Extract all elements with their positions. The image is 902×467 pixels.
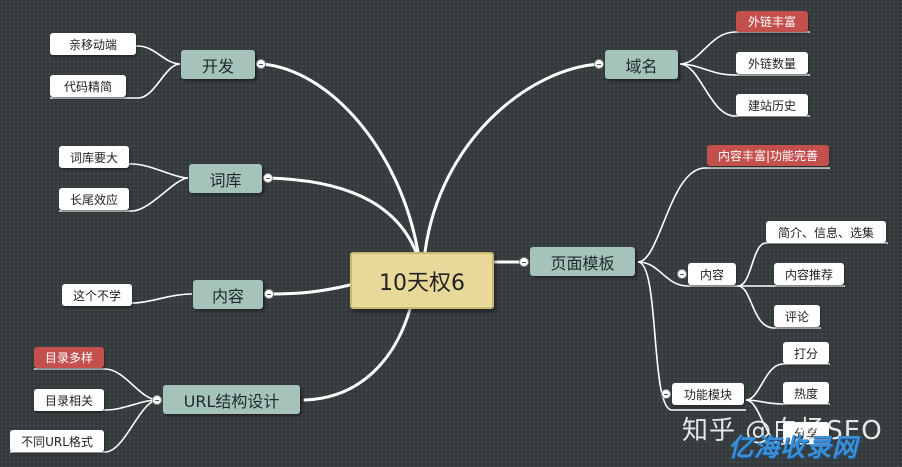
branch-kaifa[interactable]: 开发 [181, 50, 255, 79]
link-root-kaifa [260, 62, 420, 254]
branch-yemian[interactable]: 页面模板 [530, 247, 635, 276]
branch-url[interactable]: URL结构设计 [163, 385, 300, 414]
sub-branch-content[interactable]: 内容 [688, 263, 736, 285]
branch-neirong[interactable]: 内容 [193, 280, 263, 309]
leaf-function-3[interactable]: 分享 [783, 422, 829, 444]
branch-yuming[interactable]: 域名 [605, 50, 678, 79]
collapse-toggle-ciku[interactable] [263, 173, 273, 183]
link-root-ciku [266, 176, 418, 254]
collapse-toggle-sub-content[interactable] [677, 269, 687, 279]
link-root-url [303, 307, 412, 402]
leaf-yuming-1-highlight[interactable]: 外链丰富 [736, 11, 808, 32]
leaf-kaifa-1[interactable]: 亲移动端 [50, 33, 136, 55]
leaf-url-1-highlight[interactable]: 目录多样 [34, 347, 104, 368]
collapse-toggle-kaifa[interactable] [256, 59, 266, 69]
watermark-zhihu: 知乎 @白杨SEO [682, 416, 883, 446]
leaf-ciku-2[interactable]: 长尾效应 [59, 188, 129, 210]
leaf-function-2[interactable]: 热度 [783, 382, 829, 404]
watermark-overlay: 亿海收录网 [728, 433, 859, 462]
leaf-yuming-2[interactable]: 外链数量 [736, 52, 808, 74]
leaf-url-3[interactable]: 不同URL格式 [10, 430, 104, 452]
leaf-neirong-1[interactable]: 这个不学 [62, 284, 132, 306]
root-node[interactable]: 10天权6 [350, 252, 494, 309]
leaf-yemian-highlight[interactable]: 内容丰富|功能完善 [707, 145, 829, 166]
leaf-kaifa-2[interactable]: 代码精简 [50, 75, 126, 97]
leaf-content-1[interactable]: 简介、信息、选集 [766, 221, 886, 243]
collapse-toggle-url[interactable] [152, 395, 162, 405]
leaf-yuming-3[interactable]: 建站历史 [736, 94, 808, 116]
branch-ciku[interactable]: 词库 [189, 164, 262, 193]
leaf-ciku-1[interactable]: 词库要大 [59, 146, 129, 168]
leaf-function-1[interactable]: 打分 [783, 342, 829, 364]
sub-branch-function[interactable]: 功能模块 [672, 383, 744, 405]
collapse-toggle-sub-function[interactable] [661, 389, 671, 399]
collapse-toggle-yuming[interactable] [594, 59, 604, 69]
leaf-content-2[interactable]: 内容推荐 [774, 263, 844, 285]
collapse-toggle-neirong[interactable] [264, 289, 274, 299]
link-root-yuming [423, 62, 602, 254]
leaf-content-3[interactable]: 评论 [774, 305, 820, 327]
collapse-toggle-yemian[interactable] [519, 257, 529, 267]
link-root-neirong [268, 283, 352, 296]
leaf-url-2[interactable]: 目录相关 [34, 389, 104, 411]
